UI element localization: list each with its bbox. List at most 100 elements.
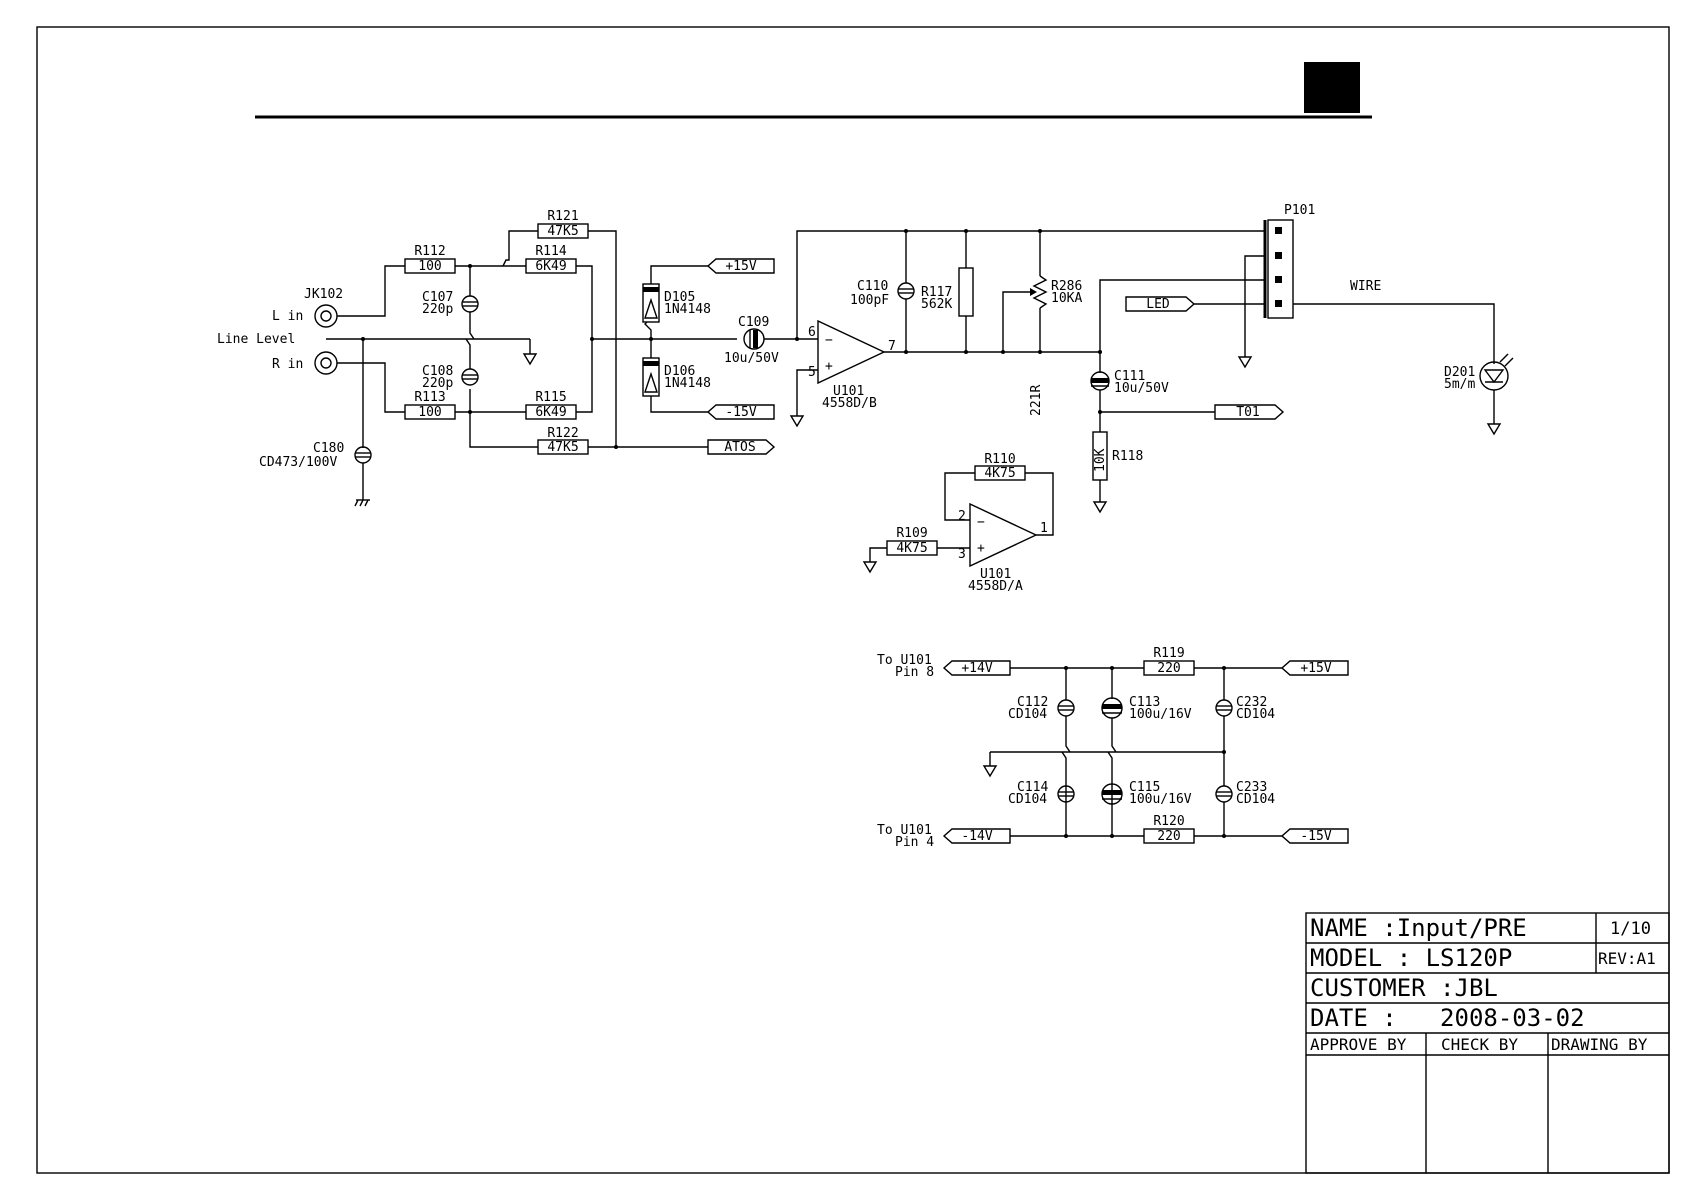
c112-value: CD104 [1008, 707, 1047, 722]
c107-capacitor [461, 295, 479, 313]
r122-ref: R122 [547, 426, 578, 441]
r121-ref: R121 [547, 209, 578, 224]
u101b-pin5: 5 [808, 365, 816, 380]
input-section: JK102 L in Line Level R in C180 CD473/10… [217, 209, 818, 507]
r121-value: 47K5 [547, 224, 578, 239]
c115-value: 100u/16V [1129, 792, 1192, 807]
r286-value: 10KA [1051, 291, 1082, 306]
r120-ref: R120 [1153, 814, 1184, 829]
u101b-part: 4558D/B [822, 396, 877, 411]
d201-ref: D201 [1444, 365, 1475, 380]
l-in-jack [314, 304, 338, 328]
c180-ref: C180 [313, 441, 344, 456]
minus14v-port [942, 828, 1011, 844]
c114-value: CD104 [1008, 792, 1047, 807]
d105-value: 1N4148 [664, 302, 711, 317]
d201-value: 5m/m [1444, 377, 1475, 392]
r114-value: 6K49 [535, 259, 566, 274]
minus15v-port [706, 404, 775, 420]
p101-ref: P101 [1284, 203, 1315, 218]
u101b-ref: U101 [833, 384, 864, 399]
c180-capacitor [354, 446, 372, 464]
u101a-pin2: 2 [958, 509, 966, 524]
r286-potentiometer [1032, 275, 1048, 309]
atos-port [707, 439, 776, 455]
ground-symbol-b [789, 415, 805, 428]
u101a-ref: U101 [980, 567, 1011, 582]
c111-ref: C111 [1114, 369, 1145, 384]
c107-value: 220p [422, 302, 453, 317]
u101a-pin1: 1 [1040, 521, 1048, 536]
t01-port [1214, 404, 1285, 420]
c114-ref: C114 [1017, 780, 1048, 795]
plus14v-port [942, 660, 1011, 676]
r119-ref: R119 [1153, 646, 1184, 661]
c114-capacitor [1057, 785, 1075, 803]
l-in-label: L in [272, 309, 303, 324]
u101b-plus: + [825, 359, 833, 374]
r113-ref: R113 [414, 390, 445, 405]
line-level-label: Line Level [217, 332, 295, 347]
r117-resistor [958, 267, 974, 317]
d105-ref: D105 [664, 290, 695, 305]
opamp-b-section: − + 6 5 7 U101 4558D/B C110 100pF R117 5… [789, 203, 1514, 514]
tb-date: DATE : 2008-03-02 [1310, 1004, 1585, 1032]
c233-capacitor [1215, 785, 1233, 803]
r122-value: 47K5 [547, 440, 578, 455]
c112-ref: C112 [1017, 695, 1048, 710]
r112-value: 100 [418, 259, 441, 274]
led-port [1125, 296, 1196, 312]
tb-rev: REV:A1 [1598, 949, 1656, 968]
r119-value: 220 [1157, 661, 1180, 676]
u101a-opamp [969, 502, 1038, 568]
c108-value: 220p [422, 376, 453, 391]
u101a-plus: + [977, 541, 985, 556]
title-block: NAME :Input/PRE 1/10 MODEL : LS120P REV:… [1305, 912, 1670, 1174]
ground-symbol [522, 353, 538, 366]
c232-capacitor [1215, 699, 1233, 717]
r120-value: 220 [1157, 829, 1180, 844]
tb-drawing: DRAWING BY [1551, 1035, 1648, 1054]
to-u101-top: To U101 [877, 653, 932, 668]
plus15v-label-power: +15V [1300, 661, 1331, 676]
c233-ref: C233 [1236, 780, 1267, 795]
pin8-label: Pin 8 [895, 665, 934, 680]
u101b-opamp [817, 319, 886, 385]
r112-ref: R112 [414, 244, 445, 259]
u101b-pin6: 6 [808, 325, 816, 340]
tb-approve: APPROVE BY [1310, 1035, 1407, 1054]
c107-ref: C107 [422, 290, 453, 305]
c109-value: 10u/50V [724, 351, 779, 366]
jbl-logo: JBL [1304, 62, 1360, 113]
minus15v-label-1: -15V [725, 405, 756, 420]
ground-symbol-r118 [1092, 501, 1108, 514]
r286-ref: R286 [1051, 279, 1082, 294]
r115-ref: R115 [535, 390, 566, 405]
power-section: To U101 Pin 8 +14V 220 R119 +15V To U101… [877, 646, 1349, 850]
c111-value: 10u/50V [1114, 381, 1169, 396]
c113-ref: C113 [1129, 695, 1160, 710]
c112-capacitor [1057, 699, 1075, 717]
d106-value: 1N4148 [664, 376, 711, 391]
ground-symbol-power [982, 765, 998, 778]
tb-name: NAME :Input/PRE [1310, 914, 1527, 942]
u101a-minus: − [977, 515, 985, 530]
r109-value: 4K75 [896, 541, 927, 556]
u101a-pin3: 3 [958, 547, 966, 562]
r118-ref: R118 [1112, 449, 1143, 464]
jk102-label: JK102 [304, 287, 343, 302]
to-u101-bot: To U101 [877, 823, 932, 838]
ground-symbol-p101 [1237, 356, 1253, 369]
c109-ref: C109 [738, 315, 769, 330]
c232-value: CD104 [1236, 707, 1275, 722]
r117-ref: R117 [921, 285, 952, 300]
r117-value: 562K [921, 297, 952, 312]
tb-model: MODEL : LS120P [1310, 944, 1512, 972]
plus15v-port-power [1280, 660, 1349, 676]
opamp-a-section: − + 2 3 1 U101 4558D/A 4K75 R110 4K75 R1… [862, 452, 1054, 594]
wire-label: WIRE [1350, 279, 1381, 294]
c113-value: 100u/16V [1129, 707, 1192, 722]
r113-value: 100 [418, 405, 441, 420]
tb-sheet: 1/10 [1610, 919, 1651, 939]
